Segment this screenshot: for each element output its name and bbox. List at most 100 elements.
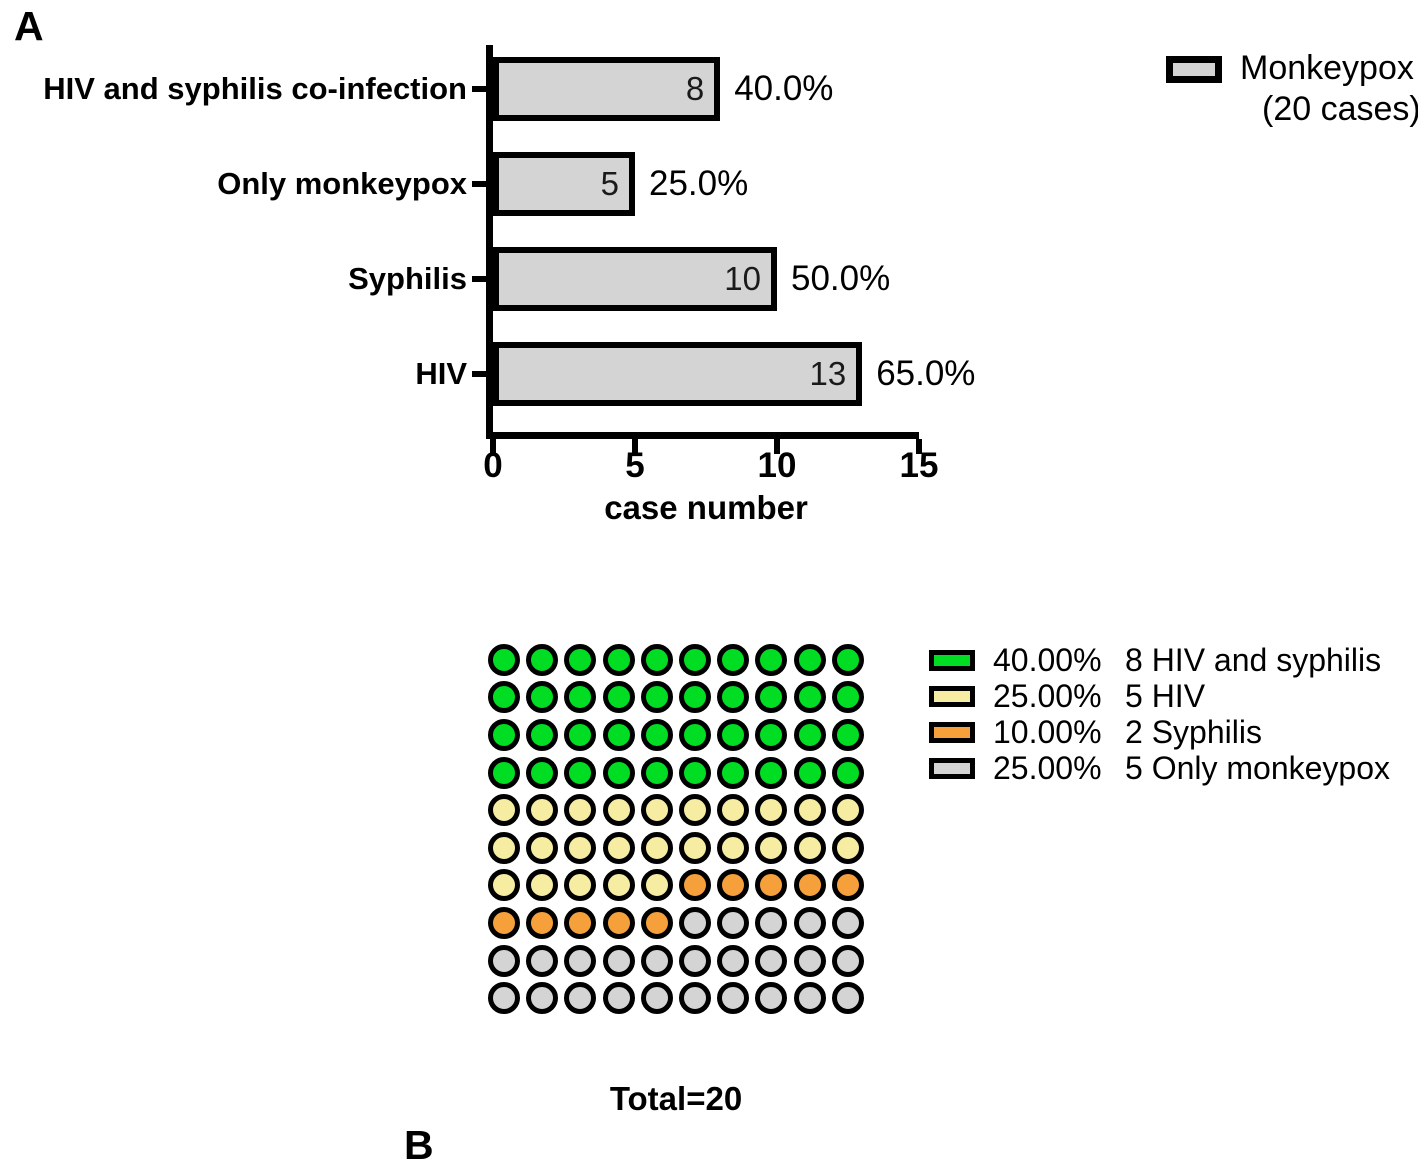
waffle-dot <box>793 756 826 789</box>
legend-label: 5 HIV <box>1125 677 1206 714</box>
waffle-dot <box>793 982 826 1015</box>
waffle-dot <box>755 794 788 827</box>
waffle-dot <box>717 831 750 864</box>
waffle-dot <box>679 982 712 1015</box>
waffle-dot <box>640 718 673 751</box>
waffle-dot <box>564 831 597 864</box>
waffle-dot <box>755 643 788 676</box>
waffle-dot <box>793 643 826 676</box>
waffle-dot <box>679 906 712 939</box>
waffle-dot <box>831 794 864 827</box>
x-axis-tick <box>916 439 922 454</box>
waffle-dot <box>488 906 521 939</box>
waffle-dot <box>640 643 673 676</box>
legend-swatch <box>929 757 975 779</box>
waffle-dot <box>679 681 712 714</box>
waffle-dot <box>717 906 750 939</box>
waffle-dot <box>640 794 673 827</box>
legend-label: 5 Only monkeypox <box>1125 749 1391 786</box>
waffle-dot <box>831 869 864 902</box>
legend-label: 8 HIV and syphilis <box>1125 641 1382 678</box>
legend-row: 40.00% 8 HIV and syphilis <box>929 642 1390 678</box>
waffle-dot <box>640 681 673 714</box>
waffle-dot <box>488 718 521 751</box>
waffle-dot <box>526 944 559 977</box>
waffle-dot <box>755 982 788 1015</box>
waffle-dot <box>526 756 559 789</box>
bar-percent-label: 25.0% <box>649 164 749 203</box>
waffle-dot <box>602 982 635 1015</box>
legend-text-monkeypox: Monkeypox (20 cases) <box>1240 48 1418 131</box>
bar-value-label: 8 <box>685 70 705 107</box>
waffle-dot <box>755 756 788 789</box>
y-axis-tick <box>472 276 493 282</box>
bar-value-label: 13 <box>809 355 847 392</box>
bar-category-label: Only monkeypox <box>217 166 467 201</box>
waffle-dot <box>755 869 788 902</box>
waffle-dot <box>831 906 864 939</box>
waffle-dot <box>793 681 826 714</box>
y-axis-tick <box>472 86 493 92</box>
waffle-dot <box>526 831 559 864</box>
waffle-dot <box>717 681 750 714</box>
waffle-dot <box>640 869 673 902</box>
legend-row: 25.00% 5 Only monkeypox <box>929 750 1390 786</box>
legend-row: 10.00%2 Syphilis <box>929 714 1390 750</box>
x-axis-tick-label: 15 <box>899 446 939 485</box>
waffle-dot <box>526 869 559 902</box>
waffle-dot <box>831 831 864 864</box>
waffle-dot <box>640 982 673 1015</box>
waffle-dot <box>717 869 750 902</box>
waffle-dot <box>755 681 788 714</box>
waffle-dot <box>488 831 521 864</box>
waffle-dot <box>488 756 521 789</box>
waffle-dot <box>755 944 788 977</box>
waffle-dot <box>488 944 521 977</box>
legend-swatch-monkeypox <box>1166 56 1222 83</box>
y-axis-tick <box>472 181 493 187</box>
bar-rect <box>493 57 721 121</box>
legend-percent: 25.00% <box>993 749 1102 786</box>
bar-value-label: 5 <box>600 165 619 202</box>
waffle-dot <box>640 944 673 977</box>
x-axis-tick <box>774 439 780 454</box>
waffle-dot <box>488 681 521 714</box>
waffle-dot <box>755 718 788 751</box>
waffle-dot <box>488 643 521 676</box>
waffle-dot <box>526 982 559 1015</box>
waffle-dot <box>564 794 597 827</box>
x-axis-tick-label: 10 <box>757 446 797 485</box>
bar-category-label: HIV <box>415 356 467 391</box>
waffle-dot <box>526 681 559 714</box>
waffle-dot <box>679 718 712 751</box>
panel-a-label: A <box>14 3 44 49</box>
waffle-dot <box>602 643 635 676</box>
y-axis-line <box>486 45 493 437</box>
waffle-dot <box>602 681 635 714</box>
waffle-dot <box>640 906 673 939</box>
legend-percent: 40.00% <box>993 641 1102 678</box>
legend-percent: 25.00% <box>993 677 1102 714</box>
waffle-dot <box>679 831 712 864</box>
waffle-dot <box>793 831 826 864</box>
waffle-dot <box>717 794 750 827</box>
x-axis-tick-label: 5 <box>625 446 645 485</box>
legend-line-2: (20 cases) <box>1262 90 1418 129</box>
bar-value-label: 10 <box>724 260 761 297</box>
waffle-dot <box>564 756 597 789</box>
waffle-dot <box>526 718 559 751</box>
y-axis-tick <box>472 371 493 377</box>
waffle-dot <box>793 944 826 977</box>
waffle-dot <box>717 982 750 1015</box>
waffle-dot <box>831 944 864 977</box>
waffle-dot <box>602 831 635 864</box>
waffle-dot <box>564 643 597 676</box>
waffle-dot <box>526 906 559 939</box>
waffle-dot <box>679 944 712 977</box>
waffle-dot <box>717 643 750 676</box>
waffle-dot <box>564 944 597 977</box>
